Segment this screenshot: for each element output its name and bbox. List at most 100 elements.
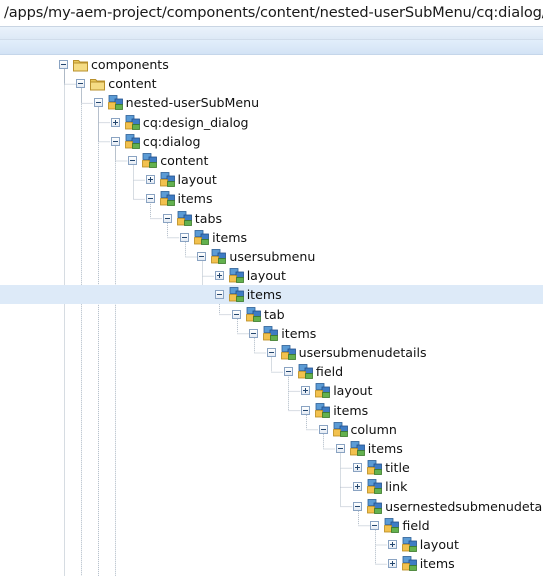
tree-node[interactable]: items: [0, 189, 543, 208]
tree-node-label: cq:design_dialog: [142, 114, 249, 130]
node-icon: [314, 402, 331, 419]
tree-node[interactable]: title: [0, 458, 543, 477]
node-icon: [280, 344, 297, 361]
tree-node[interactable]: field: [0, 516, 543, 535]
node-icon: [141, 152, 158, 169]
tree-node[interactable]: content: [0, 74, 543, 93]
tree-node-label: tabs: [194, 210, 223, 226]
tree-node[interactable]: items: [0, 439, 543, 458]
collapse-icon[interactable]: [214, 290, 224, 300]
collapse-icon[interactable]: [318, 424, 328, 434]
tree-node-label: field: [315, 364, 344, 380]
toolbar: [0, 27, 543, 40]
collapse-icon[interactable]: [162, 213, 172, 223]
collapse-icon[interactable]: [232, 309, 241, 319]
collapse-icon[interactable]: [128, 156, 138, 165]
tree-node-label: items: [281, 325, 317, 341]
tree-node-label: layout: [333, 383, 373, 399]
collapse-icon[interactable]: [370, 520, 380, 530]
tree-node[interactable]: items: [0, 401, 543, 420]
node-icon: [107, 94, 124, 111]
tree-node[interactable]: cq:dialog: [0, 132, 543, 151]
tree-node-label: items: [212, 229, 248, 245]
tree-node[interactable]: cq:design_dialog: [0, 113, 543, 132]
folder-icon: [89, 75, 106, 92]
collapse-icon[interactable]: [249, 328, 259, 338]
tree-node-label: nested-userSubMenu: [125, 95, 260, 111]
tree-node[interactable]: field: [0, 362, 543, 381]
collapse-icon[interactable]: [59, 60, 68, 69]
tree-node-label: field: [402, 517, 430, 533]
collapse-icon[interactable]: [266, 348, 276, 357]
node-icon: [349, 440, 366, 457]
node-icon: [366, 459, 383, 476]
tree-node-label: layout: [246, 268, 286, 284]
expand-icon[interactable]: [353, 463, 363, 473]
tree-node[interactable]: layout: [0, 535, 543, 554]
tree-node[interactable]: nested-userSubMenu: [0, 93, 543, 112]
collapse-icon[interactable]: [335, 444, 345, 453]
repository-tree[interactable]: components content nested-userSubMenu cq:de…: [0, 55, 543, 576]
expand-icon[interactable]: [110, 117, 120, 127]
tree-node[interactable]: usersubmenudetails: [0, 343, 543, 362]
collapse-icon[interactable]: [76, 79, 86, 89]
tree-node[interactable]: usersubmenu: [0, 247, 543, 266]
tree-node-label: components: [91, 57, 169, 72]
tree-node[interactable]: link: [0, 477, 543, 496]
tree-node[interactable]: items: [0, 285, 543, 305]
collapse-icon[interactable]: [180, 232, 190, 242]
node-icon: [124, 114, 141, 131]
tree-node-label: items: [419, 556, 455, 572]
tree-node-label: items: [177, 191, 213, 207]
node-icon: [297, 363, 314, 380]
tree-node-label: content: [160, 153, 209, 168]
tree-node[interactable]: items: [0, 324, 543, 343]
collapse-icon[interactable]: [353, 501, 363, 511]
node-icon: [228, 286, 245, 303]
expand-icon[interactable]: [145, 175, 155, 185]
tree-node[interactable]: tab: [0, 305, 543, 324]
tree-node-label: title: [385, 460, 410, 476]
tree-node[interactable]: content: [0, 151, 543, 170]
collapse-icon[interactable]: [197, 252, 207, 261]
node-icon: [210, 248, 227, 265]
tree-node-label: items: [367, 441, 403, 456]
tree-node-label: items: [246, 287, 282, 303]
expand-icon[interactable]: [387, 540, 397, 549]
tree-node-label: usersubmenu: [229, 249, 316, 264]
tree-node[interactable]: usernestedsubmenudetails: [0, 497, 543, 516]
path-bar[interactable]: /apps/my-aem-project/components/content/…: [0, 0, 543, 27]
expand-icon[interactable]: [353, 482, 363, 492]
expand-icon[interactable]: [214, 271, 224, 281]
tree-node[interactable]: components: [0, 55, 543, 74]
node-icon: [193, 229, 210, 246]
tree-node[interactable]: items: [0, 228, 543, 247]
collapse-icon[interactable]: [93, 98, 103, 108]
tree-node[interactable]: tabs: [0, 209, 543, 228]
tree-node-label: cq:dialog: [142, 133, 201, 149]
node-icon: [366, 498, 383, 515]
tree-node-label: tab: [264, 306, 285, 322]
tree-node-label: column: [350, 421, 397, 437]
tree-node[interactable]: items: [0, 554, 543, 573]
node-icon: [383, 517, 400, 534]
tree-node-label: usernestedsubmenudetails: [385, 498, 543, 514]
node-icon: [401, 555, 418, 572]
node-icon: [176, 210, 193, 227]
collapse-icon[interactable]: [145, 194, 155, 204]
tree-node[interactable]: layout: [0, 170, 543, 189]
tree-node-label: items: [333, 402, 369, 418]
node-icon: [401, 536, 418, 553]
expand-icon[interactable]: [301, 386, 311, 396]
node-icon: [159, 171, 176, 188]
expand-icon[interactable]: [387, 559, 397, 569]
collapse-icon[interactable]: [301, 405, 311, 415]
tree-node[interactable]: column: [0, 420, 543, 439]
collapse-icon[interactable]: [110, 136, 120, 146]
tree-node-label: layout: [177, 172, 217, 188]
tree-node[interactable]: layout: [0, 266, 543, 285]
tree-node[interactable]: layout: [0, 381, 543, 400]
collapse-icon[interactable]: [283, 367, 293, 377]
node-icon: [314, 382, 331, 399]
node-icon: [262, 325, 279, 342]
